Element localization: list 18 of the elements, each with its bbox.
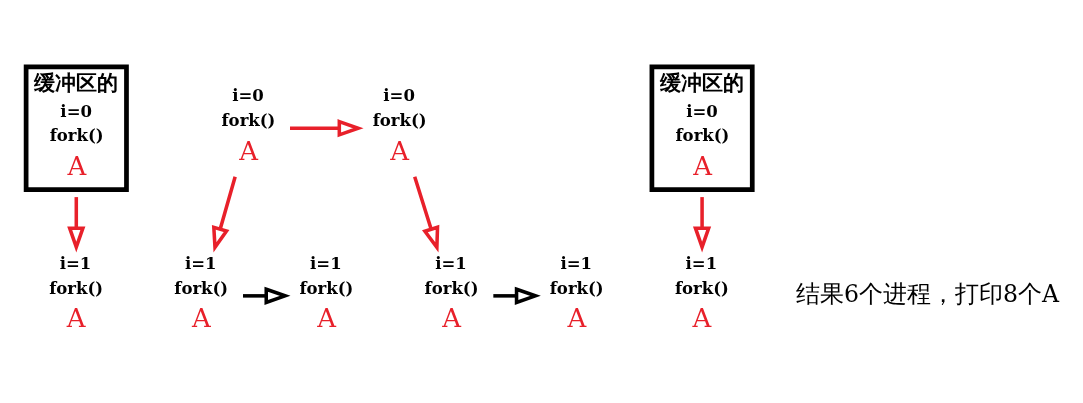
arrow [692, 196, 712, 252]
node-text: i=1 fork() A [424, 252, 479, 333]
node-text: i=1 fork() A [549, 252, 604, 333]
node-box: 缓冲区的 i=0 fork() A [23, 63, 129, 192]
node-text: i=0 fork() A [221, 84, 276, 166]
node-text: i=1 fork() A [674, 252, 729, 333]
node-text: i=1 fork() A [49, 252, 104, 333]
arrow [413, 175, 440, 252]
arrow [493, 286, 541, 305]
node-text: i=1 fork() A [174, 252, 229, 333]
arrow [211, 175, 237, 252]
node-text: i=1 fork() A [299, 252, 354, 333]
node-text: i=0 fork() A [372, 84, 427, 166]
node-box: 缓冲区的 i=0 fork() A [649, 63, 755, 192]
arrow [290, 118, 364, 137]
label: 结果6个进程，打印8个A [795, 279, 1060, 308]
arrow [67, 196, 86, 252]
arrow [243, 286, 291, 305]
